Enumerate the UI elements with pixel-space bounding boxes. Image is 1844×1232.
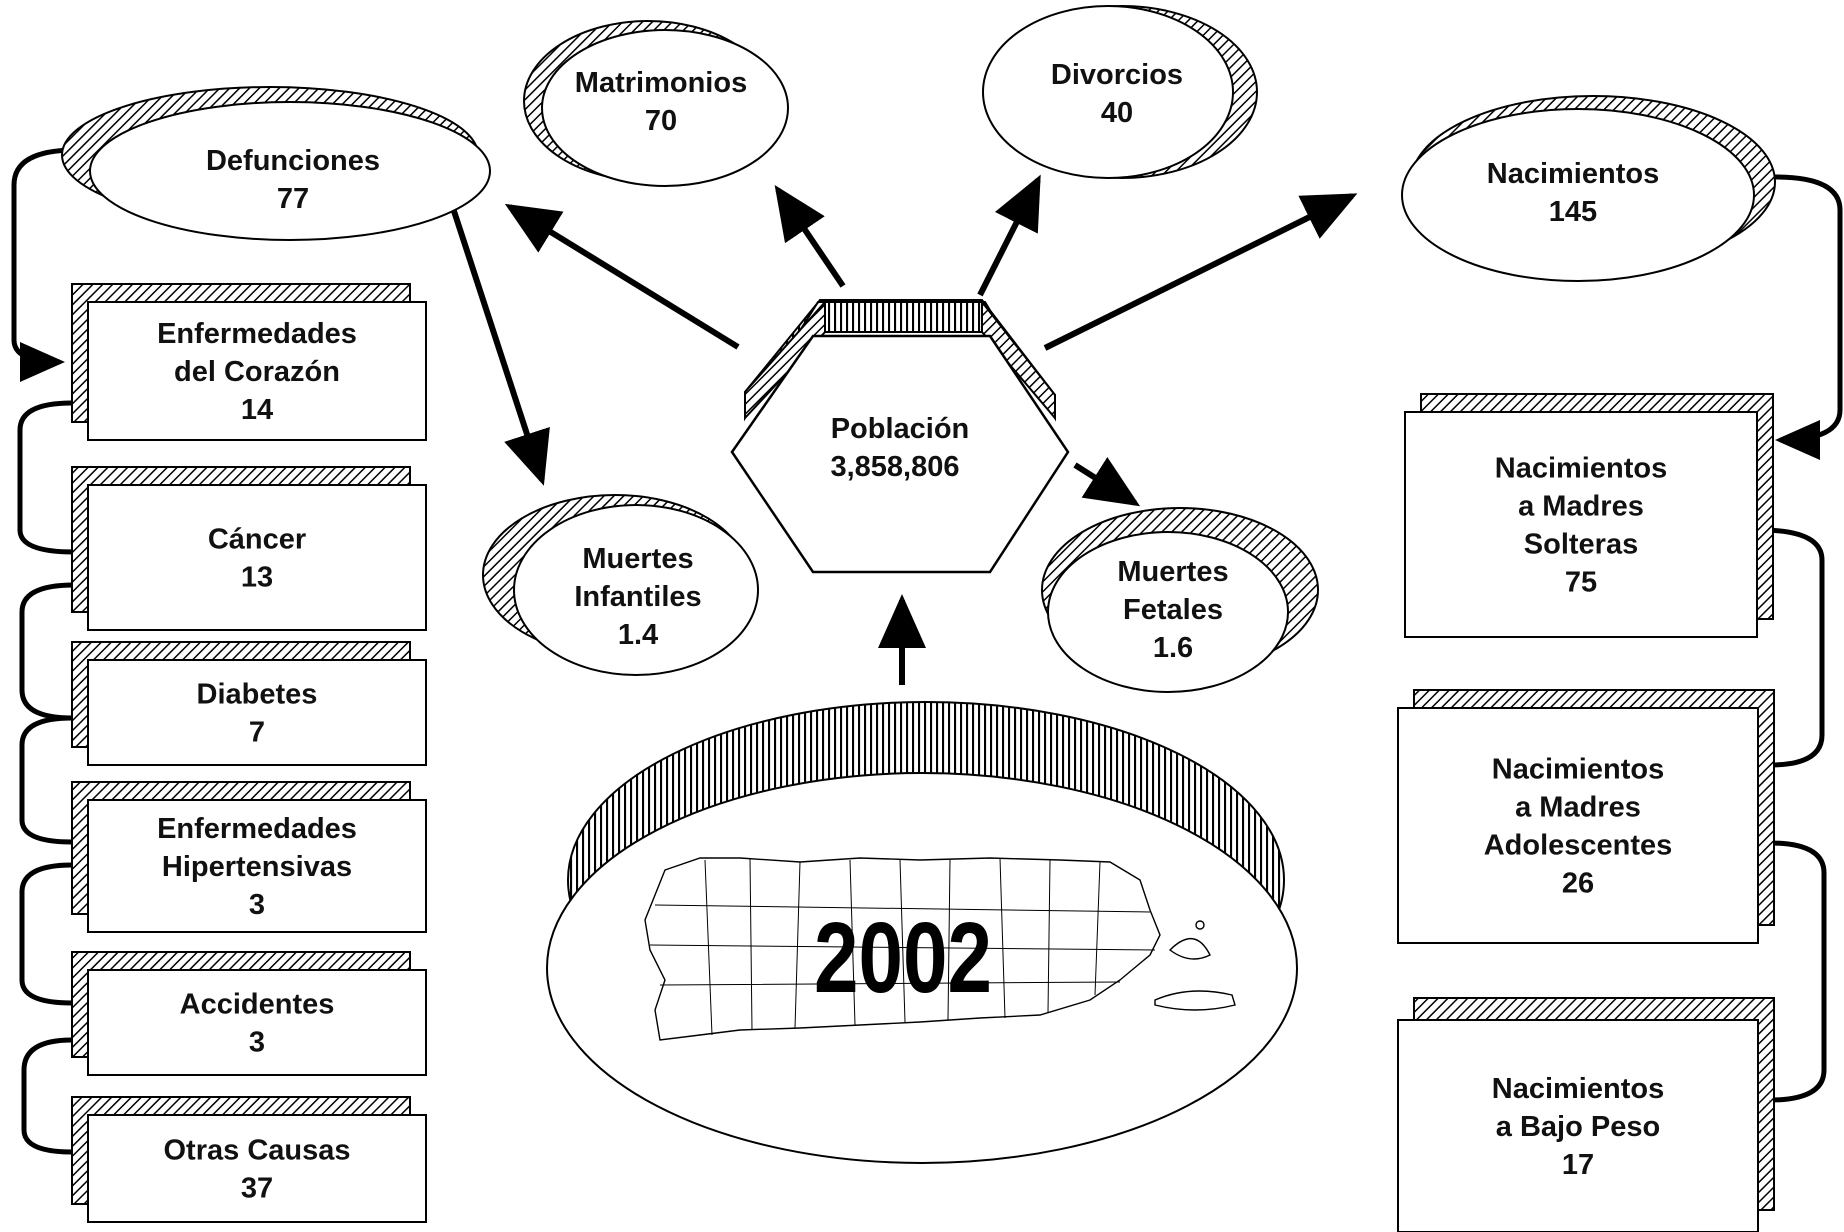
muertes-fetales-node: Muertes Fetales 1.6 (1041, 507, 1319, 693)
cause-value: 3 (249, 889, 265, 921)
muertes-fetales-line1: Muertes (1117, 556, 1228, 588)
birth-label: Nacimientos (1492, 754, 1664, 786)
cause-box: Enfermedades del Corazón 14 (71, 283, 427, 441)
nacimientos-value: 145 (1549, 196, 1597, 228)
causes-connectors (11, 147, 77, 1155)
birth-label: a Madres (1518, 491, 1644, 523)
arrows (449, 174, 1358, 685)
arrow-to-divorcios (977, 174, 1041, 297)
birth-label: Nacimientos (1495, 453, 1667, 485)
cause-label: Enfermedades (157, 813, 357, 845)
cause-value: 37 (241, 1173, 273, 1205)
matrimonios-value: 70 (645, 105, 677, 137)
cause-box: Diabetes 7 (71, 641, 427, 766)
cause-value: 3 (249, 1027, 265, 1059)
arrow-to-nacimientos (1043, 193, 1358, 351)
birth-label: Nacimientos (1492, 1073, 1664, 1105)
cause-label: Enfermedades (157, 318, 357, 350)
birth-label: Adolescentes (1484, 830, 1673, 862)
cause-label: Diabetes (197, 679, 318, 711)
cause-value: 14 (241, 394, 273, 426)
cause-box: Otras Causas 37 (71, 1096, 427, 1223)
muertes-infantiles-line2: Infantiles (574, 581, 701, 613)
divorcios-value: 40 (1101, 97, 1133, 129)
muertes-fetales-value: 1.6 (1153, 632, 1193, 664)
arrow-to-defunciones (504, 203, 740, 350)
divorcios-label: Divorcios (1051, 59, 1183, 91)
cause-value: 13 (241, 562, 273, 594)
puerto-rico-map (644, 857, 1236, 1041)
muertes-infantiles-line1: Muertes (582, 543, 693, 575)
nacimientos-node: Nacimientos 145 (1401, 95, 1776, 282)
year-disc: 2002 (546, 701, 1298, 1164)
matrimonios-node: Matrimonios 70 (523, 20, 789, 187)
births-connectors (1759, 174, 1843, 1103)
birth-value: 17 (1562, 1149, 1594, 1181)
cause-value: 7 (249, 717, 265, 749)
poblacion-node: Población 3,858,806 (730, 299, 1070, 574)
cause-label: Hipertensivas (162, 851, 352, 883)
cause-label: del Corazón (174, 356, 340, 388)
defunciones-value: 77 (277, 183, 309, 215)
arrow-to-matrimonios (774, 185, 846, 288)
cause-label: Otras Causas (164, 1135, 351, 1167)
year-label: 2002 (814, 903, 992, 1015)
cause-box: Accidentes 3 (71, 951, 427, 1076)
matrimonios-label: Matrimonios (575, 67, 747, 99)
birth-box: Nacimientos a Bajo Peso 17 (1397, 997, 1775, 1232)
poblacion-label: Población (831, 413, 970, 445)
arrow-to-muertes-fetales (1073, 457, 1141, 507)
defunciones-node: Defunciones 77 (61, 86, 491, 241)
birth-label: a Bajo Peso (1496, 1111, 1660, 1143)
muertes-infantiles-value: 1.4 (618, 619, 658, 651)
birth-value: 75 (1565, 567, 1597, 599)
birth-label: a Madres (1515, 792, 1641, 824)
muertes-infantiles-node: Muertes Infantiles 1.4 (482, 494, 759, 676)
muertes-fetales-line2: Fetales (1123, 594, 1223, 626)
cause-label: Cáncer (208, 524, 306, 556)
poblacion-value: 3,858,806 (830, 451, 959, 483)
divorcios-node: Divorcios 40 (982, 5, 1258, 179)
nacimientos-label: Nacimientos (1487, 158, 1659, 190)
cause-box: Cáncer 13 (71, 466, 427, 631)
birth-label: Solteras (1524, 529, 1638, 561)
defunciones-label: Defunciones (206, 145, 380, 177)
arrow-defunciones-to-infantiles (449, 204, 550, 486)
cause-label: Accidentes (180, 989, 335, 1021)
birth-value: 26 (1562, 868, 1594, 900)
